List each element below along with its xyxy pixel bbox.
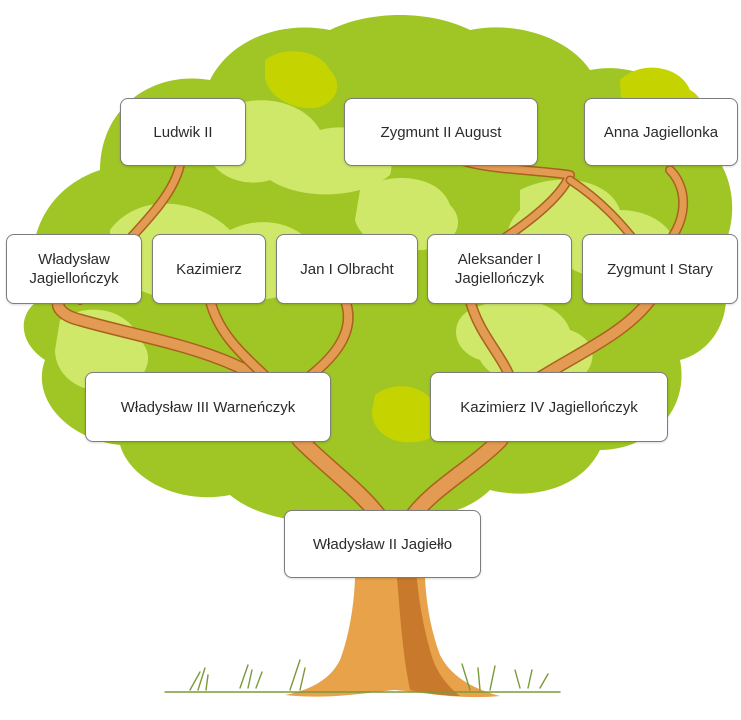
branch [456,156,574,264]
node-wladyslaw-iii-warnenczyk[interactable]: Władysław III Warneńczyk [85,372,331,442]
grass-blade [539,673,549,689]
grass-blade [489,665,496,691]
node-aleksander-i-jagiellonczyk[interactable]: Aleksander I Jagiellończyk [427,234,572,304]
node-wladyslaw-jagiellonczyk[interactable]: Władysław Jagiellończyk [6,234,142,304]
grass-blade [189,671,201,691]
node-zygmunt-ii-august[interactable]: Zygmunt II August [344,98,538,166]
branch [53,295,290,400]
node-label: Zygmunt II August [380,123,502,141]
node-zygmunt-i-stary[interactable]: Zygmunt I Stary [582,234,738,304]
grass-blade [205,674,209,691]
grass-blade [255,671,263,689]
grass-blade [239,664,249,689]
grass-blade [299,667,306,691]
node-label: Władysław II Jagiełło [312,535,453,553]
grass-blade [514,669,521,689]
grass-blade [247,669,253,689]
node-wladyslaw-ii-jagiello[interactable]: Władysław II Jagiełło [284,510,481,578]
node-label: Władysław Jagiellończyk [29,251,119,287]
node-anna-jagiellonka[interactable]: Anna Jagiellonka [584,98,738,166]
node-label: Anna Jagiellonka [603,123,719,141]
grass-blade [477,667,481,691]
node-label: Kazimierz IV Jagiellończyk [460,398,638,416]
node-label: Ludwik II [153,123,213,141]
node-ludwik-ii[interactable]: Ludwik II [120,98,246,166]
node-kazimierz-iv-jagiellonczyk[interactable]: Kazimierz IV Jagiellończyk [430,372,668,442]
node-jan-i-olbracht[interactable]: Jan I Olbracht [276,234,418,304]
grass-blade [197,667,206,691]
trunk [285,520,500,698]
node-label: Jan I Olbracht [300,260,394,278]
node-label: Kazimierz [176,260,242,278]
grass-tufts [164,659,561,693]
node-kazimierz[interactable]: Kazimierz [152,234,266,304]
grass-blade [527,669,533,689]
grass-blade [289,659,301,691]
node-label: Aleksander I Jagiellończyk [454,251,545,287]
node-label: Zygmunt I Stary [607,260,713,278]
node-label: Władysław III Warneńczyk [120,398,296,416]
grass-blade [461,663,471,691]
